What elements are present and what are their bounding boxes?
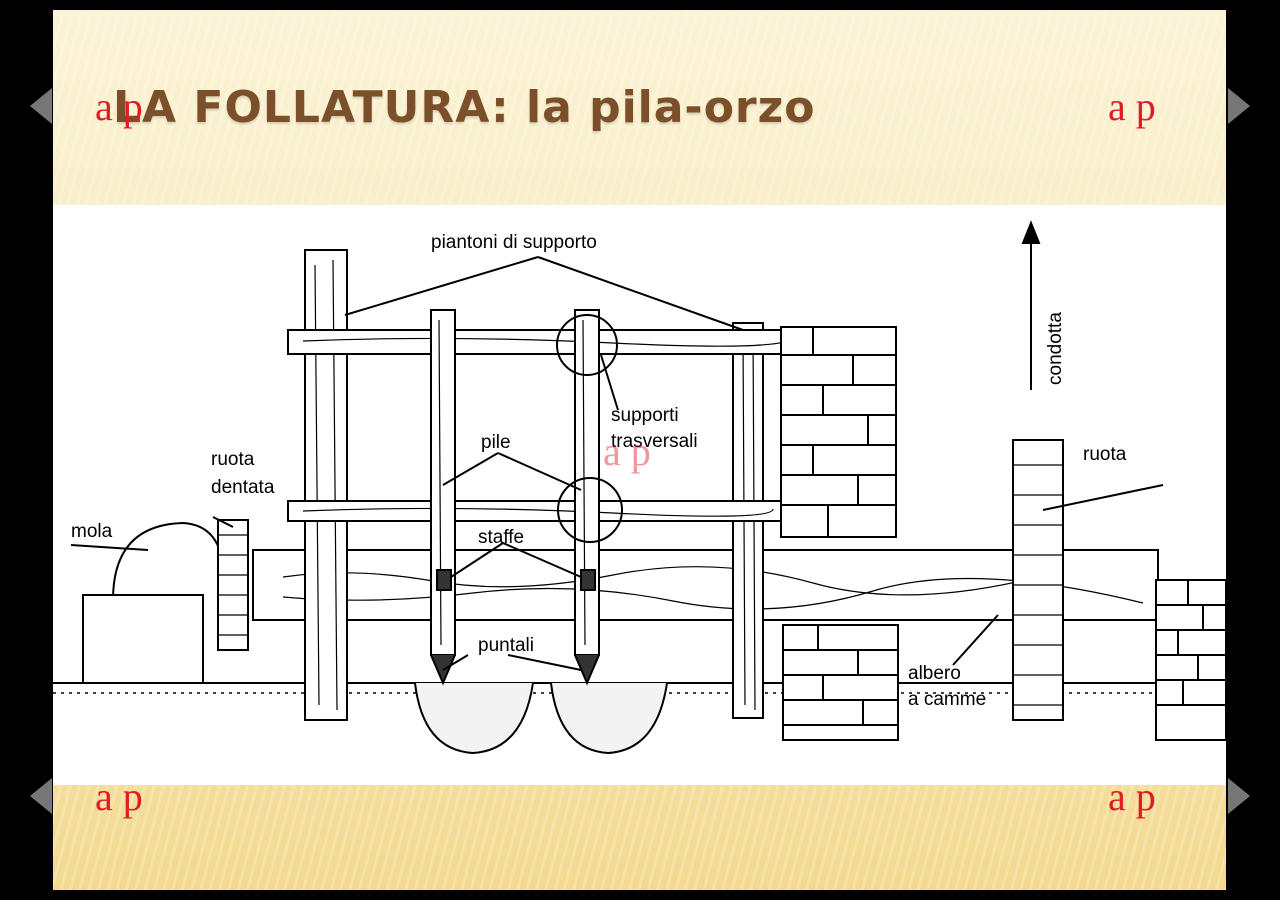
leader-mola <box>70 544 149 551</box>
mortar-pit-left <box>414 682 534 755</box>
stone-wall-right <box>1155 579 1226 741</box>
logo-text: a p <box>1108 84 1156 129</box>
label-staffe: staffe <box>478 527 524 548</box>
tappet-left <box>436 569 452 591</box>
stone-wall-lower <box>782 624 899 741</box>
leader-ruota <box>1042 484 1164 511</box>
arrow-up-icon <box>1021 220 1041 390</box>
water-wheel <box>1012 439 1064 721</box>
pila-orzo-diagram: piantoni di supporto supporti trasversal… <box>53 220 1226 755</box>
logo-bottom-right: a p <box>1106 770 1226 850</box>
label-albero-1: albero <box>908 663 961 684</box>
label-supporti-2: trasversali <box>611 431 698 452</box>
crossbeam-top <box>287 329 804 355</box>
logo-text: a p <box>95 774 143 819</box>
label-mola: mola <box>71 521 113 542</box>
prev-slide-arrow-top-icon[interactable] <box>30 88 52 124</box>
leader-albero <box>952 614 999 666</box>
slide: LA FOLLATURA: la pila-orzo <box>53 10 1226 890</box>
gear-wheel <box>217 519 249 651</box>
logo-bottom-left: a p <box>93 770 213 850</box>
mortar-pit-right <box>550 682 668 755</box>
leader-staffe <box>450 542 582 578</box>
logo-center: a p <box>601 425 721 505</box>
leader-puntali <box>442 654 582 671</box>
stone-wall-center <box>780 326 897 538</box>
label-condotta: condotta <box>1045 312 1066 385</box>
label-albero-2: a camme <box>908 689 986 710</box>
label-piantoni: piantoni di supporto <box>431 232 597 253</box>
logo-text: a p <box>603 429 651 474</box>
leader-pile <box>442 452 582 491</box>
diagram-panel: piantoni di supporto supporti trasversal… <box>53 205 1226 785</box>
leader-piantoni <box>344 256 744 331</box>
logo-text: a p <box>1108 774 1156 819</box>
label-ruota-dentata-2: dentata <box>211 477 275 498</box>
logo-top-right: a p <box>1106 80 1226 160</box>
cam-shaft <box>252 549 1159 621</box>
label-ruota: ruota <box>1083 444 1127 465</box>
label-supporti-1: supporti <box>611 405 679 426</box>
pedestal <box>82 594 204 684</box>
highlight-circle-top <box>556 314 618 376</box>
stamper-pile-left <box>430 309 456 656</box>
leader-supporti <box>600 354 619 411</box>
label-puntali: puntali <box>478 635 534 656</box>
logo-top-left: a p <box>93 80 213 160</box>
grindstone <box>112 521 224 601</box>
prev-slide-arrow-bottom-icon[interactable] <box>30 778 52 814</box>
support-post-left <box>304 249 348 721</box>
label-ruota-dentata-1: ruota <box>211 449 255 470</box>
logo-text: a p <box>95 84 143 129</box>
stamper-pile-right <box>574 309 600 656</box>
next-slide-arrow-top-icon[interactable] <box>1228 88 1250 124</box>
label-pile: pile <box>481 432 511 453</box>
highlight-circle-middle <box>557 477 623 543</box>
next-slide-arrow-bottom-icon[interactable] <box>1228 778 1250 814</box>
leader-ruota-dentata <box>212 516 234 528</box>
slide-title: LA FOLLATURA: la pila-orzo <box>113 82 816 133</box>
tappet-right <box>580 569 596 591</box>
